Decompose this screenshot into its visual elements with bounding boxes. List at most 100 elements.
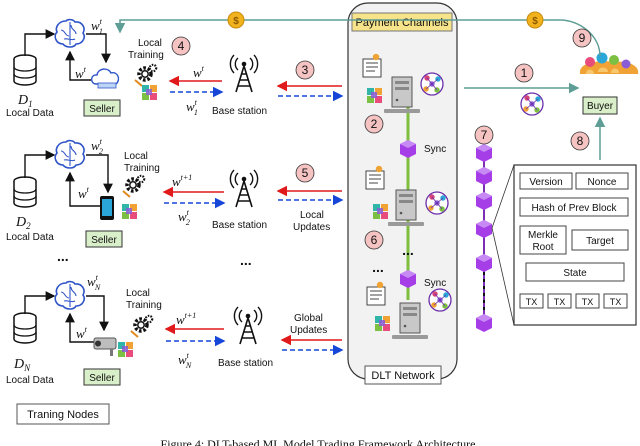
model-feedback-arrow [65,312,94,343]
wt-label-row1: wt [75,65,87,81]
block-merkle-1: Merkle [528,230,558,241]
block-tx: TX [610,297,622,307]
ellipsis-left: ... [57,248,69,264]
block-tx: TX [582,297,594,307]
ellipsis-center: ... [240,252,252,268]
dn-label: DN [13,357,31,373]
database-icon [13,176,37,208]
seller-label-1: Seller [89,104,115,115]
network-icon [420,72,444,96]
brain-icon [54,139,85,169]
base-station-label-n: Base station [218,358,273,369]
payment-channels-label: Payment Channels [356,17,449,29]
chain-block-icon [476,254,492,272]
data-to-brain-arrow [24,291,56,314]
dlt-network-label: DLT Network [371,370,435,382]
figure-caption: Figure 4: DLT-based ML Model Trading Fra… [161,437,476,446]
payment-channels-box [351,12,453,32]
chain-block-icon [476,314,492,332]
network-icon [520,92,544,116]
d1-label: D1 [17,93,33,109]
block-merkle-cell [519,225,567,255]
step-badge: 4 [178,39,185,53]
wt1-label-rown: wt+1 [176,311,196,327]
seller-label-n: Seller [89,373,115,384]
model-cubes-icon [118,342,133,357]
seller-label-2: Seller [91,235,117,246]
local-training-label-2b: Training [124,163,160,174]
block-zoom-line-bottom [491,227,515,326]
step-badge: 5 [302,166,309,180]
step-badges: 4 3 5 2 6 7 1 8 9 [171,28,592,250]
step-badge: 3 [302,63,309,77]
step-badge: 2 [371,117,378,131]
block-nonce: Nonce [588,177,617,188]
base-station-icon [229,54,259,93]
step-badge: 7 [481,128,488,142]
training-nodes-box [16,403,110,425]
base-station-label-2: Base station [212,220,267,231]
chain-block-icon [476,192,492,210]
sync-label-2: Sync [424,278,446,289]
chain-block-icon [476,220,492,238]
cctv-camera-icon [93,337,117,356]
model-cubes-icon [122,204,137,219]
data-to-brain-arrow [24,150,56,178]
block-version: Version [529,177,562,188]
model-cubes-icon [142,85,157,100]
local-updates-label-b: Updates [293,222,330,233]
local-data-label-1: Local Data [6,108,54,119]
payment-flow-top [114,19,601,57]
local-data-label-n: Local Data [6,375,54,386]
block-tx: TX [526,297,538,307]
gear-icon [133,63,158,88]
brain-to-device-arrow [86,33,111,64]
gear-icon [129,314,154,339]
training-nodes-label: Traning Nodes [27,409,99,421]
data-to-brain-arrow [24,29,56,56]
network-icon [428,288,452,312]
block-hash-cell [519,197,629,217]
wt-label-row1-mid: wt [193,64,205,80]
block-hash: Hash of Prev Block [531,203,617,214]
local-training-label-1a: Local [138,38,162,49]
model-feedback-arrow [65,171,100,207]
step-badge: 1 [521,66,528,80]
step-badge: 8 [577,134,584,148]
chain-block-icon [476,144,492,162]
block-target: Target [586,236,614,247]
chain-block-icon [476,167,492,185]
local-training-label-nb: Training [126,300,162,311]
gear-icon [121,174,146,199]
local-training-label-na: Local [126,288,150,299]
smartphone-icon [100,196,114,220]
block-state: State [563,268,587,279]
brain-icon [54,18,85,48]
block-tx: TX [554,297,566,307]
block-zoom-line-top [491,164,515,229]
block-target-cell [571,229,629,251]
global-updates-label-a: Global [294,313,323,324]
local-updates-label-a: Local [300,210,324,221]
buyer-group-icon [580,52,639,74]
brain-to-device-arrow [86,295,109,332]
d2-label: D2 [15,215,31,231]
buyer-box [582,96,618,115]
model-feedback-arrow [65,50,96,81]
dlt-ellipsis-1: ... [402,242,414,258]
local-training-label-2a: Local [124,151,148,162]
block-merkle-2: Root [532,242,553,253]
dlt-ellipsis-2: ... [372,259,384,275]
block-version-cell [519,172,573,190]
base-station-icon [233,306,263,345]
base-station-label-1: Base station [212,106,267,117]
block-tx-row: TX TX TX TX [519,293,628,309]
brain-to-device-arrow [86,154,113,194]
